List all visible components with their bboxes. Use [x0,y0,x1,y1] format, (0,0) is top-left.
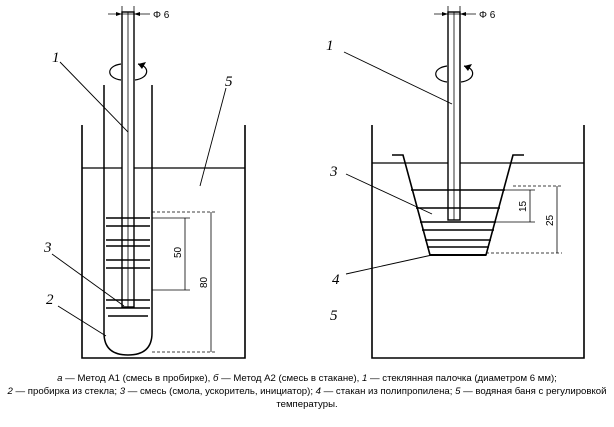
test-tube [103,85,153,356]
leader-5-left [199,87,227,187]
label-tube-left: 2 [46,292,54,308]
leader-2-left [57,305,107,337]
leader-1-left [59,61,129,133]
leader-3-right [345,173,433,215]
caption-letter-a: а [57,373,63,384]
label-mixture-left: 3 [43,240,52,256]
leader-4-right [345,254,433,275]
caption-number-1: 1 [362,373,368,384]
method-a2-diagram [343,6,585,359]
apparatus-diagram: Φ 6 50 80 1 5 3 2 [43,6,585,359]
caption-number-2: 2 [7,386,13,397]
leader-1-right [343,51,453,105]
caption-item-3: — смесь (смола, ускоритель, инициатор); [125,386,316,397]
caption-method-a2: — Метод А2 (смесь в стакане), [218,373,362,384]
label-cup-right: 4 [332,272,340,288]
caption-number-4: 4 [315,386,321,397]
figure-caption: а — Метод А1 (смесь в пробирке), б — Мет… [4,372,610,411]
leader-3-left [51,253,125,307]
right-water-bath [371,125,585,359]
caption-item-5: — водяная баня с регулировкой температур… [276,386,607,410]
dim-label-80: 80 [199,276,210,288]
tube-mixture-lines [106,217,150,317]
diameter-label-right: Φ 6 [479,10,496,21]
caption-method-a1: — Метод А1 (смесь в пробирке), [62,373,213,384]
caption-item-2: — пробирка из стекла; [12,386,120,397]
dim-label-15: 15 [518,200,529,212]
label-rod-right: 1 [326,38,334,54]
label-mixture-right: 3 [329,164,338,180]
cup-mixture-lines [411,189,505,248]
caption-number-3: 3 [119,386,126,397]
label-bath-right: 5 [330,308,338,324]
method-a1-diagram [51,6,246,359]
left-water-bath [81,125,246,359]
caption-number-5: 5 [455,386,461,397]
caption-item-4: — стакан из полипропилена; [321,386,456,397]
caption-letter-b: б [213,373,219,384]
dim-label-25: 25 [545,214,556,226]
caption-item-1: — стеклянная палочка (диаметром 6 мм); [367,373,557,384]
dim-label-50: 50 [173,246,184,258]
diameter-label-left: Φ 6 [153,10,170,21]
label-rod-left: 1 [52,50,60,66]
label-bath-left: 5 [225,74,233,90]
